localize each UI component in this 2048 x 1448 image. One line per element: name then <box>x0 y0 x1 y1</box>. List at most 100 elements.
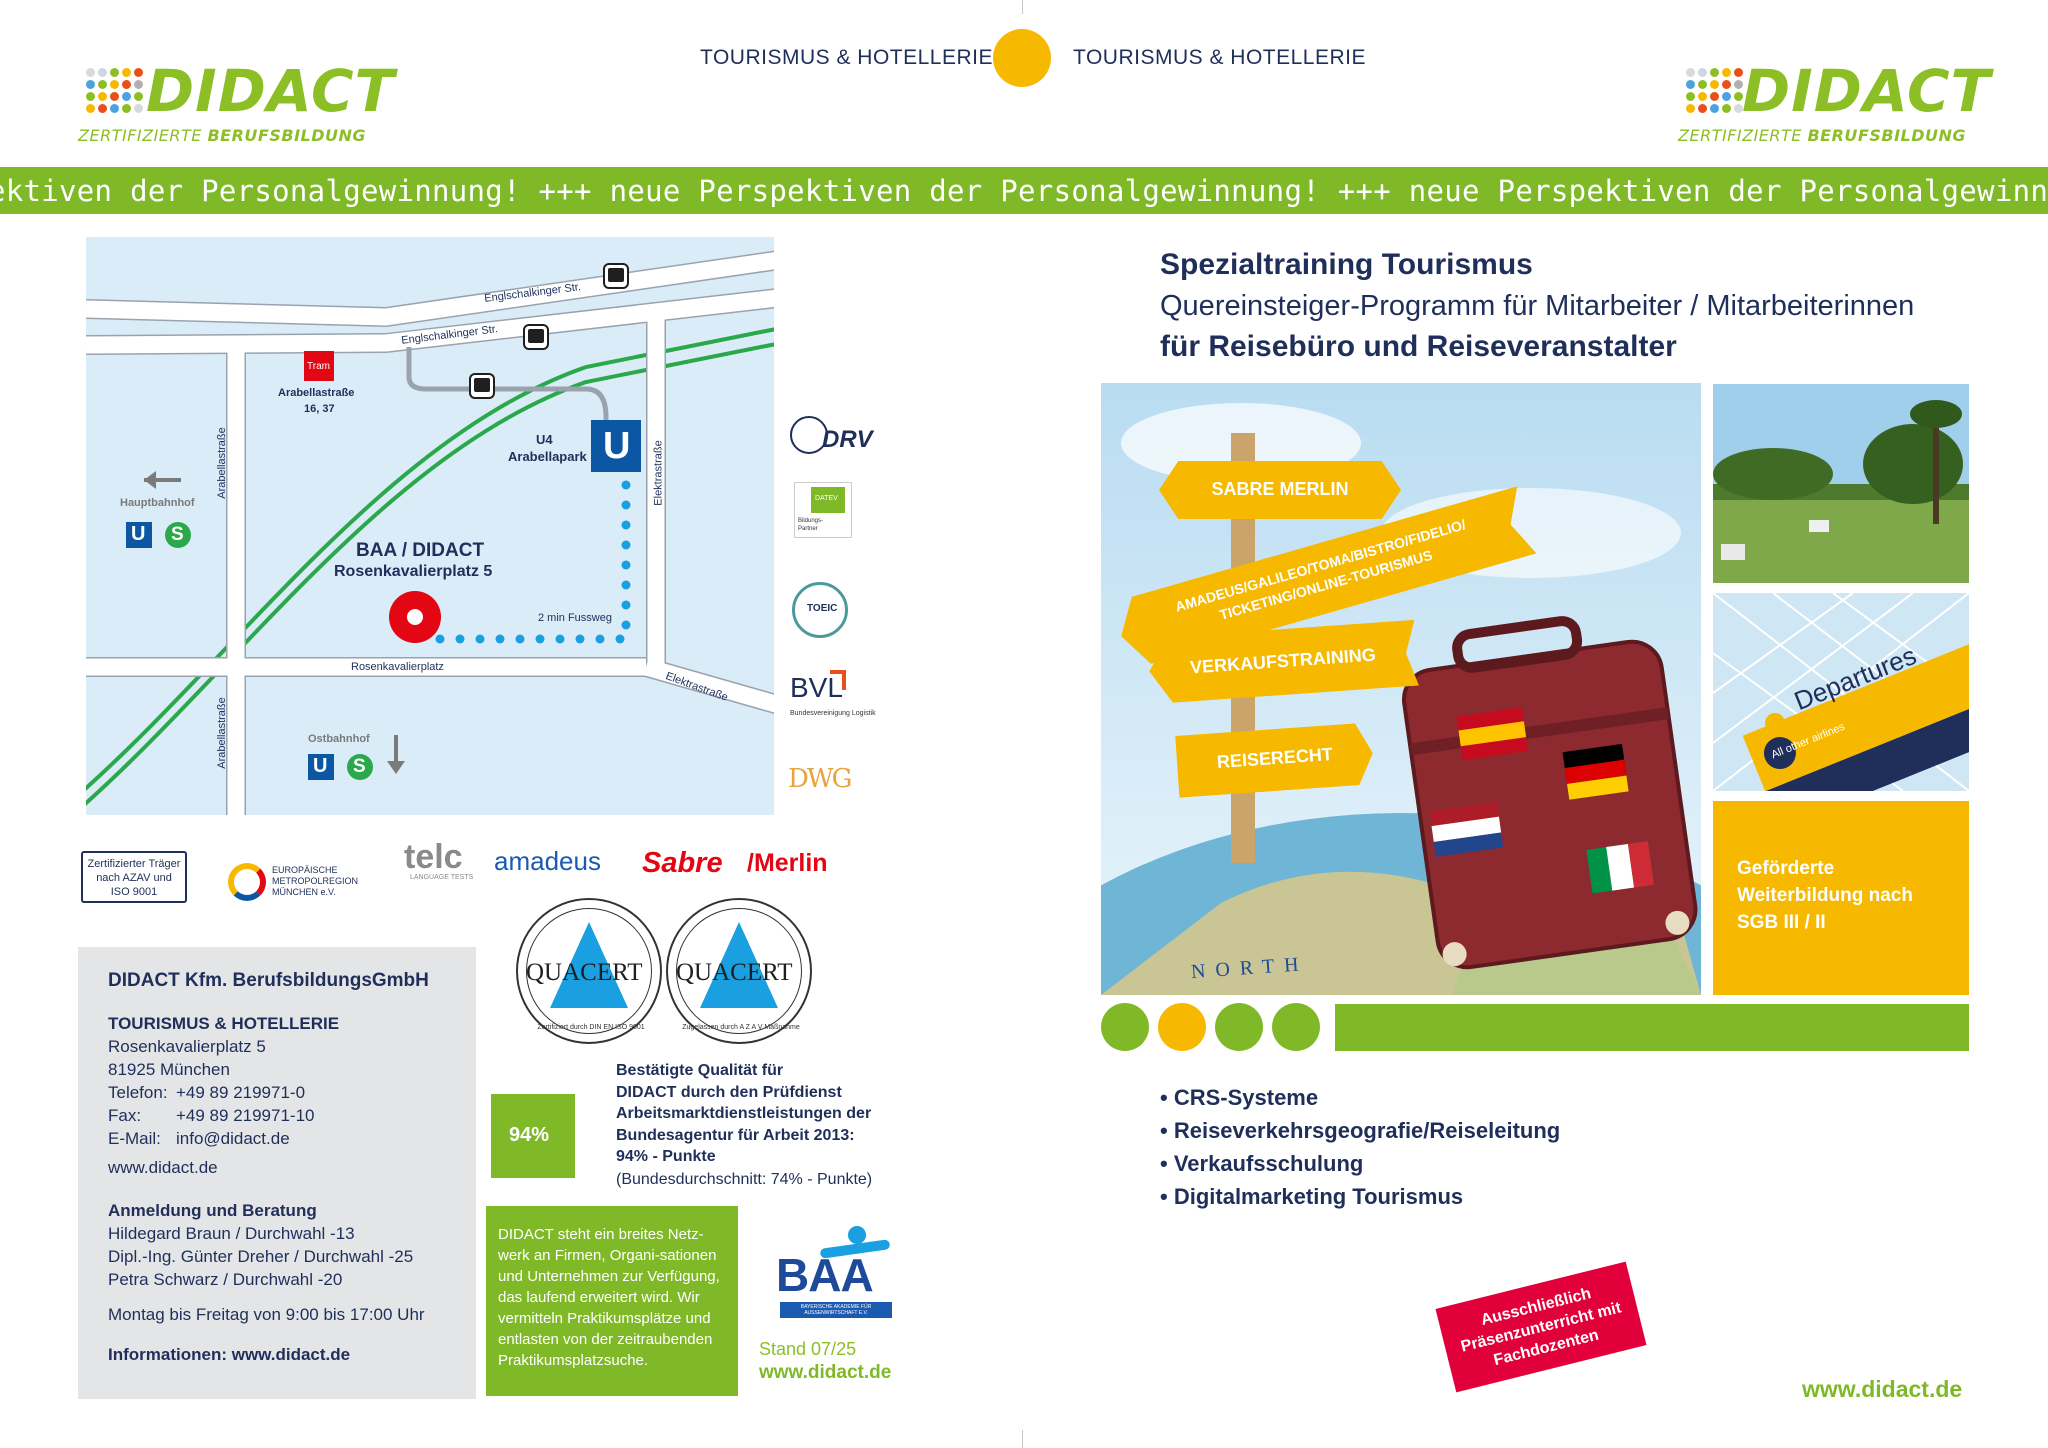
ostbahnhof-label: Ostbahnhof <box>308 733 370 745</box>
contact-person: Dipl.-Ing. Günter Dreher / Durchwahl -25 <box>108 1247 414 1266</box>
hero-photo: SABRE MERLIN AMADEUS/GALILEO/TOMA/BISTRO… <box>1101 383 1701 995</box>
quacert-seal-iso: QUACERT Zertifiziert durch DIN EN ISO 90… <box>516 898 662 1044</box>
azav-badge: Zertifizierter Träger nach AZAV und ISO … <box>81 851 187 903</box>
funded-box: Geförderte Weiterbildung nach SGB III / … <box>1713 801 1969 995</box>
walk-time-label: 2 min Fussweg <box>538 612 612 624</box>
seal-ring-text: Zertifiziert durch DIN EN ISO 9001 <box>537 1024 645 1031</box>
globe-icon <box>790 416 828 454</box>
location-map: Englschalkinger Str. Englschalkinger Str… <box>86 237 774 815</box>
bvl-corner-icon <box>830 670 846 690</box>
metropolregion-text: EUROPÄISCHE METROPOLREGION MÜNCHEN e.V. <box>272 865 359 897</box>
map-street-label: Rosenkavalierplatz <box>351 661 444 673</box>
stand-url[interactable]: www.didact.de <box>759 1362 892 1383</box>
golf-illustration <box>1713 400 1969 583</box>
company-name: DIDACT Kfm. BerufsbildungsGmbH <box>108 970 429 991</box>
seal-triangle-icon <box>700 922 778 1008</box>
logo-dots-icon <box>1686 68 1743 113</box>
dot-yellow <box>1158 1003 1206 1051</box>
amadeus-logo: amadeus <box>494 846 601 876</box>
logo-tagline: ZERTIFIZIERTE BERUFSBILDUNG <box>78 126 367 145</box>
network-line: das laufend erweitert wird. Wir <box>498 1289 700 1306</box>
bvl-text: BVL <box>790 672 843 703</box>
list-item: • Reiseverkehrsgeografie/Reiseleitung <box>1160 1118 1561 1143</box>
fold-mark-top <box>1022 0 1023 14</box>
contact-phone: Telefon:+49 89 219971-0 <box>108 1083 306 1102</box>
contact-street: Rosenkavalierplatz 5 <box>108 1037 266 1056</box>
opening-hours: Montag bis Freitag von 9:00 bis 17:00 Uh… <box>108 1305 425 1324</box>
sign-sabre-merlin: SABRE MERLIN <box>1159 461 1401 519</box>
s-bahn-icon: S <box>171 524 184 545</box>
yellow-dot <box>993 29 1051 87</box>
contact-city: 81925 München <box>108 1060 230 1079</box>
contact-box: DIDACT Kfm. BerufsbildungsGmbH TOURISMUS… <box>78 947 476 1399</box>
quality-note: (Bundesdurchschnitt: 74% - Punkte) <box>616 1170 873 1188</box>
ring-icon <box>228 863 266 901</box>
quality-line: Bundesagentur für Arbeit 2013: <box>616 1126 855 1144</box>
network-line: DIDACT steht ein breites Netz- <box>498 1226 704 1243</box>
dot-green-3 <box>1272 1003 1320 1051</box>
presence-stamp: Ausschließlich Präsenzunterricht mit Fac… <box>1435 1261 1647 1393</box>
stand-date: Stand 07/25 <box>759 1339 857 1359</box>
seal-name: QUACERT <box>526 959 643 986</box>
network-line: vermitteln Praktikumsplätze und <box>498 1310 711 1327</box>
tram-stop-label: Arabellastraße <box>278 387 355 399</box>
page-subtitle-2: für Reisebüro und Reiseveranstalter <box>1160 330 1677 363</box>
datev-badge <box>811 487 845 513</box>
seal-name: QUACERT <box>676 959 793 986</box>
sign-text: SABRE MERLIN <box>1211 479 1349 499</box>
sign-text: REISERECHT <box>1216 743 1334 773</box>
info-link[interactable]: Informationen: www.didact.de <box>108 1345 351 1364</box>
baa-logo: BAA BAYERISCHE AKADEMIE FÜR AUSSENWIRTSC… <box>774 1226 900 1322</box>
dwg-logo: DWG <box>788 764 852 794</box>
u-bahn-icon: U <box>603 425 631 467</box>
quality-line: Arbeitsmarktdienstleistungen der <box>616 1105 872 1122</box>
funded-line: Geförderte <box>1737 858 1835 879</box>
map-drawing <box>86 250 774 815</box>
list-item: • Digitalmarketing Tourismus <box>1160 1184 1464 1209</box>
seal-triangle-icon <box>550 922 628 1008</box>
tram-icon: Tram <box>307 361 330 372</box>
ticker-text: ektiven der Personalgewinnung! +++ neue … <box>0 174 2048 208</box>
datev-text: DATEV <box>815 495 838 502</box>
tram-lines-label: 16, 37 <box>304 403 335 415</box>
seal-inner-ring <box>526 908 652 1034</box>
network-line: und Unternehmen zur Verfügung, <box>498 1268 720 1285</box>
list-item: • Verkaufsschulung <box>1160 1151 1364 1176</box>
quality-line: DIDACT durch den Prüfdienst <box>616 1083 842 1101</box>
departures-illustration <box>1713 593 1969 791</box>
azav-text: Zertifizierter Träger nach AZAV und ISO … <box>87 858 181 898</box>
page-title: Spezialtraining Tourismus <box>1160 248 1533 281</box>
logo-tagline: ZERTIFIZIERTE BERUFSBILDUNG <box>1678 126 1967 145</box>
feature-list: • CRS-Systeme • Reiseverkehrsgeografie/R… <box>1160 1081 1560 1213</box>
quacert-seal-azav: QUACERT Zugelassen durch A Z A V Maßnahm… <box>666 898 812 1044</box>
quality-percent: 94% <box>509 1124 550 1146</box>
logo-dots-icon <box>86 68 143 113</box>
map-street-label: Elektrastraße <box>652 440 665 506</box>
hauptbahnhof-label: Hauptbahnhof <box>120 497 195 509</box>
green-bar <box>1335 1004 1969 1051</box>
seal-ring-text: Zugelassen durch A Z A V Maßnahme <box>682 1024 800 1031</box>
footer-url[interactable]: www.didact.de <box>1802 1376 1963 1402</box>
fold-mark-bottom <box>1022 1430 1023 1448</box>
bvl-logo: BVL Bundesvereinigung Logistik <box>790 670 880 730</box>
contact-web[interactable]: www.didact.de <box>108 1158 218 1177</box>
quality-text: Bestätigte Qualität für DIDACT durch den… <box>616 1060 872 1192</box>
topic-label-left: TOURISMUS & HOTELLERIE <box>700 46 994 69</box>
contact-email[interactable]: E-Mail:info@didact.de <box>108 1129 290 1148</box>
funded-line: Weiterbildung nach <box>1737 885 1913 906</box>
u4-station-label: Arabellapark <box>508 449 587 464</box>
map-street-label: Arabellastraße <box>215 697 228 769</box>
u-bahn-icon: U <box>313 755 328 777</box>
network-line: Praktikumsplatzsuche. <box>498 1352 649 1369</box>
toeic-logo: TOEIC <box>792 582 848 638</box>
s-bahn-icon: S <box>353 756 366 777</box>
contact-dept: TOURISMUS & HOTELLERIE <box>108 1014 340 1033</box>
network-line: entlasten von der zeitraubenden <box>498 1331 713 1348</box>
destination-name: BAA / DIDACT <box>356 540 485 561</box>
contact-person: Hildegard Braun / Durchwahl -13 <box>108 1224 355 1243</box>
funded-line: SGB III / II <box>1737 912 1826 933</box>
logo-wordmark: DIDACT <box>1742 57 1992 125</box>
quality-line: 94% - Punkte <box>616 1148 716 1165</box>
baa-text: BAA <box>776 1249 874 1301</box>
sabre-logo: Sabre <box>642 847 723 879</box>
